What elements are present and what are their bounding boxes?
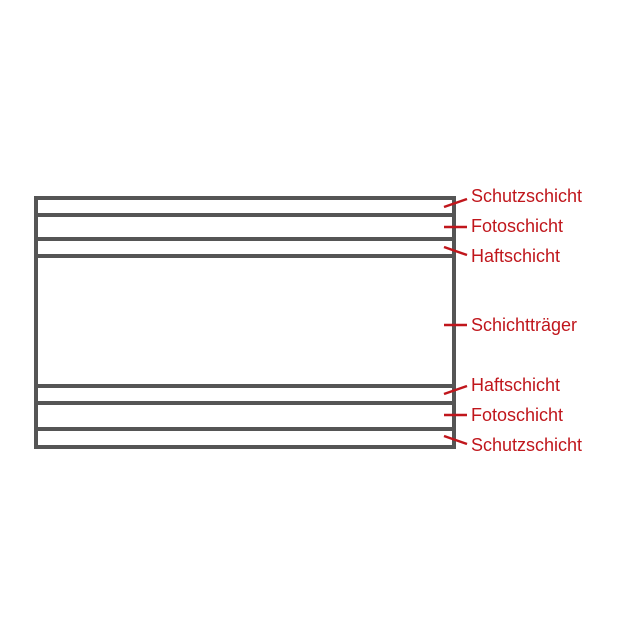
leader-line	[443, 434, 468, 446]
label-schutzschicht-top: Schutzschicht	[471, 186, 583, 206]
leader-line	[443, 197, 468, 209]
leader-line	[443, 245, 468, 257]
label-schichttraeger: Schichtträger	[471, 315, 578, 335]
label-haftschicht-bottom: Haftschicht	[471, 375, 561, 395]
label-fotoschicht-top: Fotoschicht	[471, 216, 564, 236]
label-haftschicht-top: Haftschicht	[471, 246, 561, 266]
film-outline	[34, 196, 456, 449]
label-schutzschicht-bottom: Schutzschicht	[471, 435, 583, 455]
leader-line	[443, 384, 468, 396]
label-fotoschicht-bottom: Fotoschicht	[471, 405, 564, 425]
